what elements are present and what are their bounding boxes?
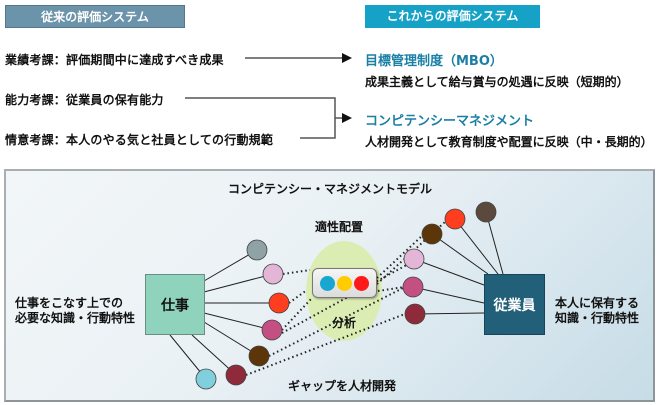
employee-link [431, 233, 489, 275]
job-node-orange-red [268, 292, 290, 314]
employee-link [454, 218, 499, 275]
employee-box: 従業員 [484, 274, 545, 335]
gap-link [376, 233, 425, 279]
placement-label: 適性配置 [315, 220, 364, 234]
employee-link [414, 312, 485, 315]
job-nodes [195, 239, 290, 390]
employee-node-maroon [404, 303, 426, 325]
employee-caption-line1: 本人に保有する [555, 296, 640, 310]
node-links [169, 211, 504, 380]
old-system-header: 従来の評価システム [5, 5, 185, 28]
employee-node-orange-red [444, 208, 466, 230]
mbo-title: 目標管理制度（MBO） [365, 54, 503, 69]
new-system-header: これからの評価システム [365, 5, 540, 28]
job-node-brown [248, 345, 270, 367]
model-title: コンピテンシー・マネジメントモデル [227, 182, 432, 196]
employee-caption: 本人に保有する 知識・行動特性 [555, 296, 639, 326]
gap-link [268, 286, 406, 357]
employee-link [413, 258, 485, 286]
employee-link [485, 211, 504, 275]
job-node-maroon [225, 364, 247, 386]
gap-label: ギャップを人材開発 [288, 379, 397, 393]
competency-title: コンピテンシーマネジメント [365, 114, 535, 129]
gap-link [281, 297, 313, 331]
competency-description: 人材開発として教育制度や配置に反映（中・長期的） [365, 135, 653, 149]
job-link [203, 312, 273, 331]
employee-link [412, 286, 485, 304]
mbo-description: 成果主義として給与賞与の処遇に反映（短期的） [365, 75, 629, 89]
analysis-dot-yellow [337, 275, 352, 291]
analysis-dot-red [354, 275, 369, 291]
gap-link [245, 313, 406, 376]
criteria-connectors [185, 53, 352, 139]
analysis-indicator [312, 268, 377, 298]
gap-link [288, 289, 308, 304]
job-node-magenta [261, 319, 283, 341]
employee-node-magenta [402, 276, 424, 298]
gap-link [282, 269, 311, 275]
job-link [203, 321, 260, 357]
job-node-cyan [195, 368, 217, 390]
analysis-label: 分析 [332, 316, 357, 330]
employee-node-brown [421, 223, 443, 245]
job-link [203, 273, 274, 293]
job-caption-line2: 必要な知識・行動特性 [15, 311, 136, 325]
job-box: 仕事 [145, 274, 205, 335]
job-node-gray [246, 239, 268, 261]
analysis-dot-cyan [320, 275, 335, 291]
employee-node-light-pink [403, 248, 425, 270]
arrow-head-mbo [342, 53, 352, 63]
employee-caption-line2: 知識・行動特性 [555, 311, 640, 325]
criteria-attitude: 情意考課：本人のやる気と社員としての行動規範 [5, 133, 274, 147]
employee-node-dark-brown [475, 201, 497, 223]
criteria-ability: 能力考課：従業員の保有能力 [5, 93, 164, 107]
job-caption-line1: 仕事をこなす上での [15, 296, 124, 310]
job-caption: 仕事をこなす上での 必要な知識・行動特性 [15, 296, 135, 326]
criteria-performance: 業績考課：評価期間中に達成すべき成果 [5, 53, 224, 67]
employee-nodes [402, 201, 497, 325]
job-node-light-pink [262, 263, 284, 285]
arrow-head-competency [342, 113, 352, 123]
